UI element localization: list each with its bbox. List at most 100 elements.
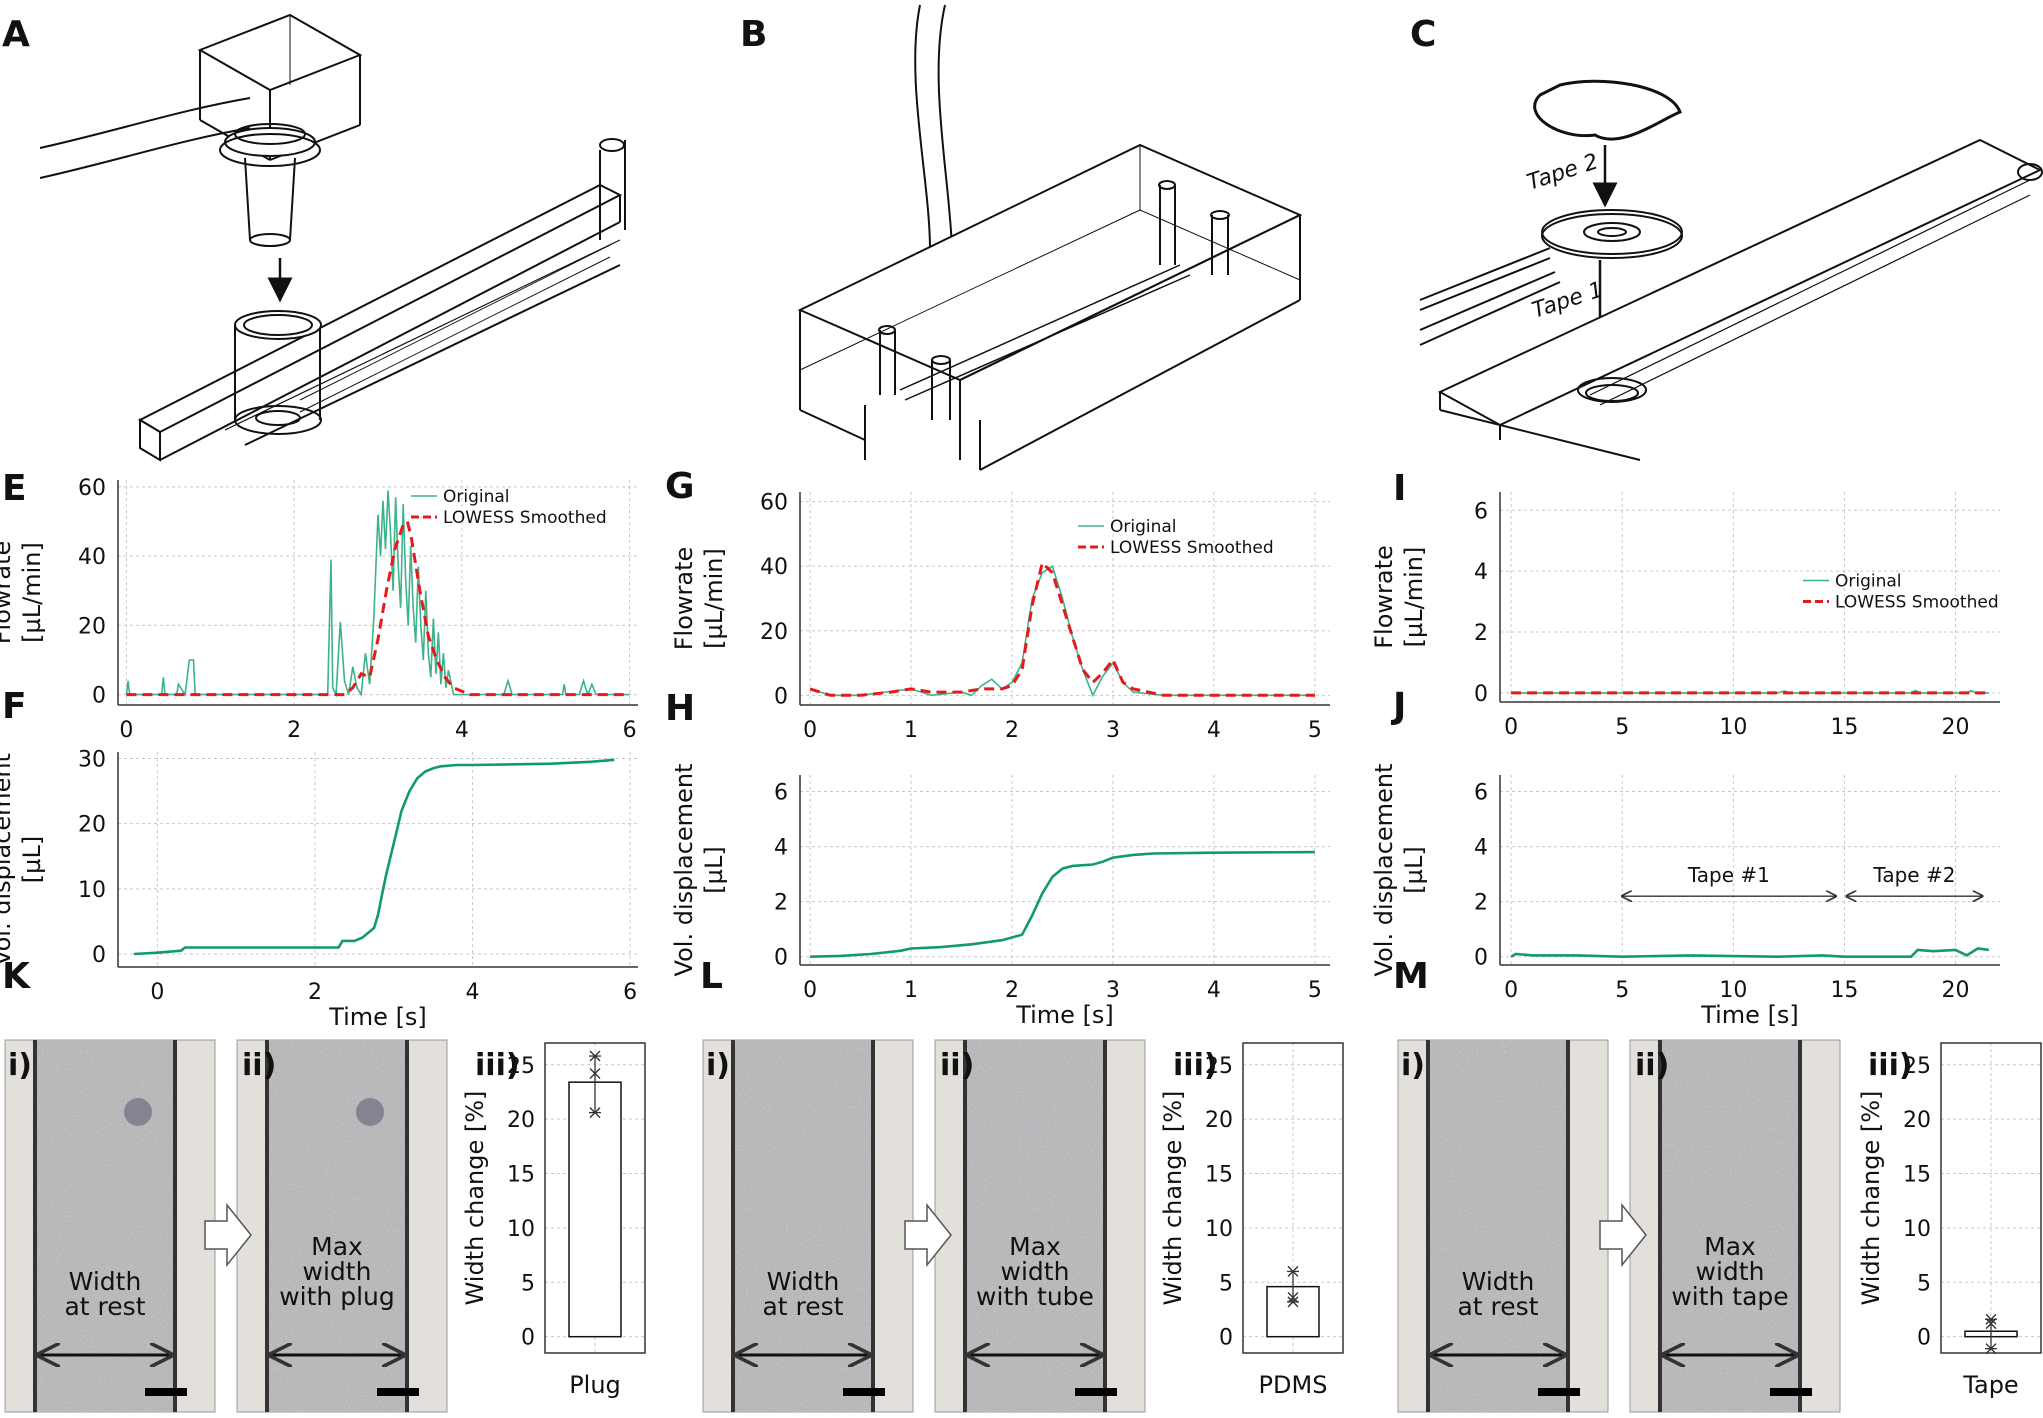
- y-tick-label: 6: [1474, 781, 1488, 806]
- legend-label: LOWESS Smoothed: [443, 508, 607, 528]
- micrograph-caption: at rest: [762, 1292, 843, 1321]
- y-tick-label: 20: [1903, 1108, 1931, 1133]
- y-tick-label: 0: [92, 943, 106, 968]
- x-tick-label: 3: [1106, 978, 1120, 1003]
- transition-arrow-icon: [1599, 1202, 1647, 1268]
- subpanel-label-iii: iii): [1173, 1048, 1218, 1083]
- micrograph-caption: Max: [1009, 1232, 1061, 1261]
- bubble: [124, 1098, 152, 1126]
- y-axis-label: [µL]: [18, 836, 46, 883]
- x-tick-label: 2: [1005, 718, 1019, 743]
- micrograph-caption: Max: [311, 1232, 363, 1261]
- illustration-plug-connector: [39, 13, 626, 462]
- y-axis-label: Vol. displacement: [1370, 764, 1398, 977]
- x-tick-label: 0: [1504, 715, 1518, 740]
- panel-label-m: M: [1393, 956, 1429, 997]
- y-tick-label: 4: [774, 836, 788, 861]
- x-tick-label: 2: [308, 980, 322, 1005]
- micrograph-caption: with tape: [1671, 1282, 1788, 1311]
- x-tick-label: 4: [1207, 978, 1221, 1003]
- scale-bar: [377, 1388, 419, 1396]
- x-tick-label: 6: [623, 980, 637, 1005]
- y-tick-label: 4: [1474, 836, 1488, 861]
- scale-bar: [1075, 1388, 1117, 1396]
- scale-bar: [1538, 1388, 1580, 1396]
- micrograph-caption: with tube: [976, 1282, 1094, 1311]
- y-tick-label: 15: [1205, 1163, 1233, 1188]
- illustration-tape-layers: Tape 2 Tape 1: [1419, 79, 2043, 461]
- y-tick-label: 0: [1474, 682, 1488, 707]
- legend-label: Original: [1110, 517, 1177, 537]
- series-line: [133, 758, 615, 956]
- x-tick-label: 15: [1830, 715, 1858, 740]
- y-tick-label: 10: [1903, 1217, 1931, 1242]
- annotation-label: Tape #1: [1687, 863, 1770, 887]
- y-tick-label: 6: [774, 781, 788, 806]
- series-line: [810, 850, 1315, 958]
- micrograph-caption: Width: [767, 1267, 840, 1296]
- illustration-pdms-tube: [797, 4, 1303, 471]
- x-tick-label: 5: [1308, 718, 1322, 743]
- bar: [568, 1081, 622, 1338]
- transition-arrow-icon: [904, 1202, 952, 1268]
- scale-bar: [843, 1388, 885, 1396]
- y-axis-label: Flowrate: [670, 547, 698, 651]
- y-axis-label: Vol. displacement: [670, 764, 698, 977]
- y-axis-label: [µL/min]: [18, 542, 46, 643]
- y-tick-label: 10: [78, 878, 106, 903]
- y-tick-label: 15: [1903, 1163, 1931, 1188]
- y-tick-label: 2: [774, 891, 788, 916]
- x-tick-label: 4: [466, 980, 480, 1005]
- panel-label-f: F: [2, 686, 27, 727]
- x-tick-label: 0: [1504, 978, 1518, 1003]
- y-tick-label: 0: [92, 684, 106, 709]
- y-axis-label: Flowrate: [0, 541, 16, 645]
- y-tick-label: 60: [78, 476, 106, 501]
- y-tick-label: 0: [1474, 946, 1488, 971]
- y-tick-label: 25: [1903, 1054, 1931, 1079]
- legend-label: Original: [443, 487, 510, 507]
- y-tick-label: 25: [507, 1054, 535, 1079]
- y-axis-label: [µL]: [700, 846, 728, 893]
- bubble: [356, 1098, 384, 1126]
- y-tick-label: 2: [1474, 621, 1488, 646]
- x-tick-label: 1: [904, 718, 918, 743]
- y-tick-label: 20: [507, 1108, 535, 1133]
- y-axis-label: Width change [%]: [1857, 1091, 1885, 1306]
- x-tick-label: 2: [287, 718, 301, 743]
- y-tick-label: 6: [1474, 499, 1488, 524]
- subpanel-label-i: i): [1401, 1048, 1425, 1083]
- micrograph-caption: width: [303, 1257, 372, 1286]
- y-tick-label: 0: [774, 684, 788, 709]
- y-tick-label: 40: [760, 555, 788, 580]
- panel-label-j: J: [1390, 686, 1406, 727]
- x-tick-label: 0: [119, 718, 133, 743]
- panel-label-i: I: [1393, 468, 1406, 509]
- x-tick-label: 10: [1719, 978, 1747, 1003]
- category-label: Tape: [1962, 1371, 2018, 1399]
- micrograph-caption: with plug: [279, 1282, 395, 1311]
- x-tick-label: 20: [1942, 715, 1970, 740]
- x-axis-label: Time [s]: [328, 1003, 427, 1031]
- y-tick-label: 10: [1205, 1217, 1233, 1242]
- x-tick-label: 15: [1830, 978, 1858, 1003]
- y-tick-label: 40: [78, 545, 106, 570]
- subpanel-label-ii: ii): [1635, 1048, 1669, 1083]
- y-axis-label: [µL]: [1400, 846, 1428, 893]
- legend-label: LOWESS Smoothed: [1110, 538, 1274, 558]
- series-line: [809, 560, 1315, 697]
- micrograph-caption: Max: [1704, 1232, 1756, 1261]
- y-tick-label: 30: [78, 748, 106, 773]
- y-tick-label: 5: [521, 1271, 535, 1296]
- panel-label-b: B: [740, 14, 767, 55]
- data-point: [1985, 1343, 1997, 1355]
